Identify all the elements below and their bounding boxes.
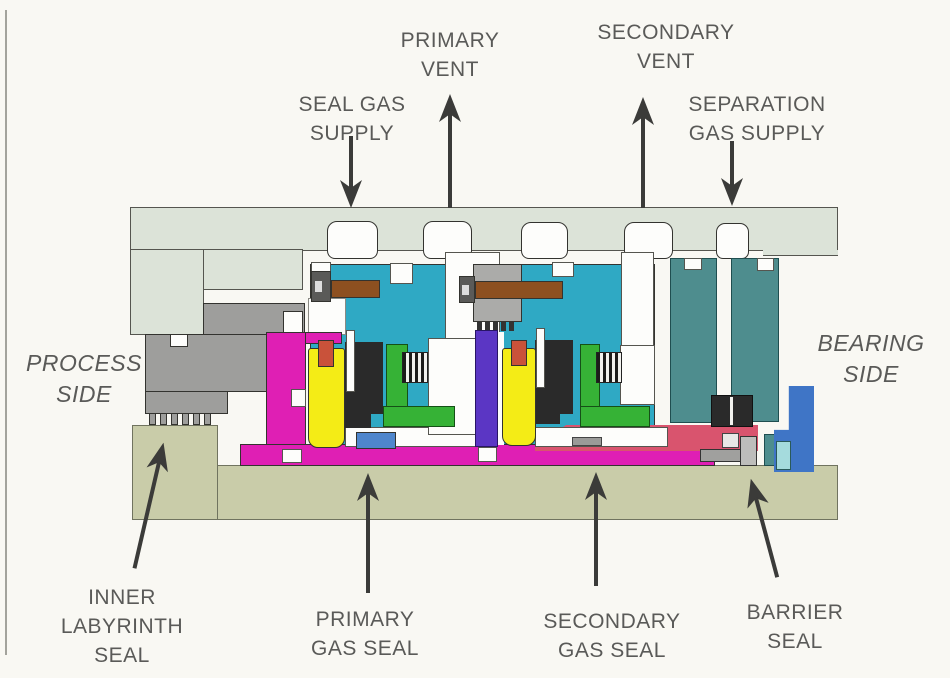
bolt2-head-highlight — [462, 285, 469, 295]
primary-drive-pin — [318, 340, 334, 367]
labyrinth-carrier-notch2 — [170, 334, 188, 347]
secondary-vent-label: SECONDARY VENT — [597, 21, 735, 73]
labyrinth-tooth — [193, 413, 200, 425]
separation-column-notch2 — [757, 258, 774, 271]
sleeve-strip-notch — [478, 447, 497, 462]
primary-seat-flange — [383, 406, 455, 427]
labyrinth-tooth — [160, 413, 167, 425]
labyrinth-tooth — [171, 413, 178, 425]
interstage-labyrinth-tooth — [493, 322, 498, 331]
cartridge-bolt-shaft — [331, 280, 380, 298]
intermediate-port — [521, 222, 568, 259]
primary-springs — [402, 352, 428, 383]
inner-labyrinth-seal-label: INNER LABYRINTH SEAL — [60, 586, 184, 667]
separation-column-notch — [684, 258, 702, 270]
page-edge-line — [5, 10, 7, 655]
sleeve-notch — [291, 389, 306, 407]
shaft — [217, 465, 838, 520]
primary-vent-arrow — [439, 94, 461, 208]
labyrinth-tooth — [204, 413, 211, 425]
primary-vent-label: PRIMARY VENT — [400, 29, 500, 81]
cartridge-recess — [308, 298, 346, 335]
primary-gas-seal-label: PRIMARY GAS SEAL — [311, 608, 419, 660]
secondary-carrier — [475, 330, 498, 447]
secondary-gas-seal-label: SECONDARY GAS SEAL — [543, 610, 681, 662]
seal-gas-supply-arrow — [340, 136, 362, 208]
secondary-seal-ring-step — [535, 408, 560, 424]
secondary-springs — [596, 352, 622, 383]
primary-thrust-pad — [356, 432, 396, 449]
cartridge-bolt2-shaft — [475, 281, 563, 299]
sleeve-strip-key — [572, 437, 602, 446]
compressor-housing-step — [203, 249, 303, 290]
seal-gas-supply-port — [327, 221, 378, 259]
labyrinth-tooth — [182, 413, 189, 425]
separation-gas-port — [716, 223, 749, 259]
secondary-drive-pin — [511, 340, 527, 366]
interstage-labyrinth-tooth — [477, 322, 482, 331]
separation-gas-supply-arrow — [721, 141, 743, 206]
barrier-bolt — [700, 449, 742, 462]
compressor-housing-lip — [763, 250, 838, 256]
secondary-vent-arrow — [632, 97, 654, 208]
compressor-housing-left — [130, 249, 204, 335]
carrier-gap — [498, 332, 504, 445]
cartridge-top-notch — [552, 262, 574, 277]
secondary-gas-seal-arrow — [585, 472, 607, 586]
process-side-label: PROCESS SIDE — [26, 350, 142, 407]
primary-sleeve-lip — [346, 330, 355, 392]
sleeve-strip-notch — [282, 449, 302, 463]
barrier-bracket — [740, 436, 757, 466]
barrier-ring-divider — [730, 397, 733, 425]
secondary-sleeve-lip — [536, 328, 545, 388]
separation-gas-supply-label: SEPARATION GAS SUPPLY — [688, 93, 826, 145]
primary-gas-seal-arrow — [357, 473, 379, 593]
labyrinth-carrier-body — [145, 334, 268, 392]
bearing-bracket-inset — [776, 441, 791, 470]
secondary-seat-flange — [580, 406, 650, 427]
barrier-seal-label: BARRIER SEAL — [746, 601, 844, 653]
seal-gas-supply-label: SEAL GAS SUPPLY — [298, 93, 406, 145]
bearing-side-label: BEARING SIDE — [817, 330, 925, 387]
interstage-labyrinth-tooth — [501, 322, 506, 331]
bolt-head-highlight — [315, 281, 322, 292]
separation-seal-column2 — [731, 258, 779, 422]
labyrinth-carrier-foot — [145, 391, 228, 414]
barrier-bolt-cap — [722, 433, 739, 448]
interstage-labyrinth-tooth — [485, 322, 490, 331]
primary-seal-ring-step — [345, 410, 371, 428]
labyrinth-tooth — [149, 413, 156, 425]
cartridge-top-notch — [390, 263, 413, 284]
stationary-insert-secondary — [620, 345, 655, 405]
interstage-labyrinth-tooth — [509, 322, 514, 331]
separation-seal-column — [670, 258, 717, 423]
labyrinth-carrier-notch — [283, 311, 303, 333]
